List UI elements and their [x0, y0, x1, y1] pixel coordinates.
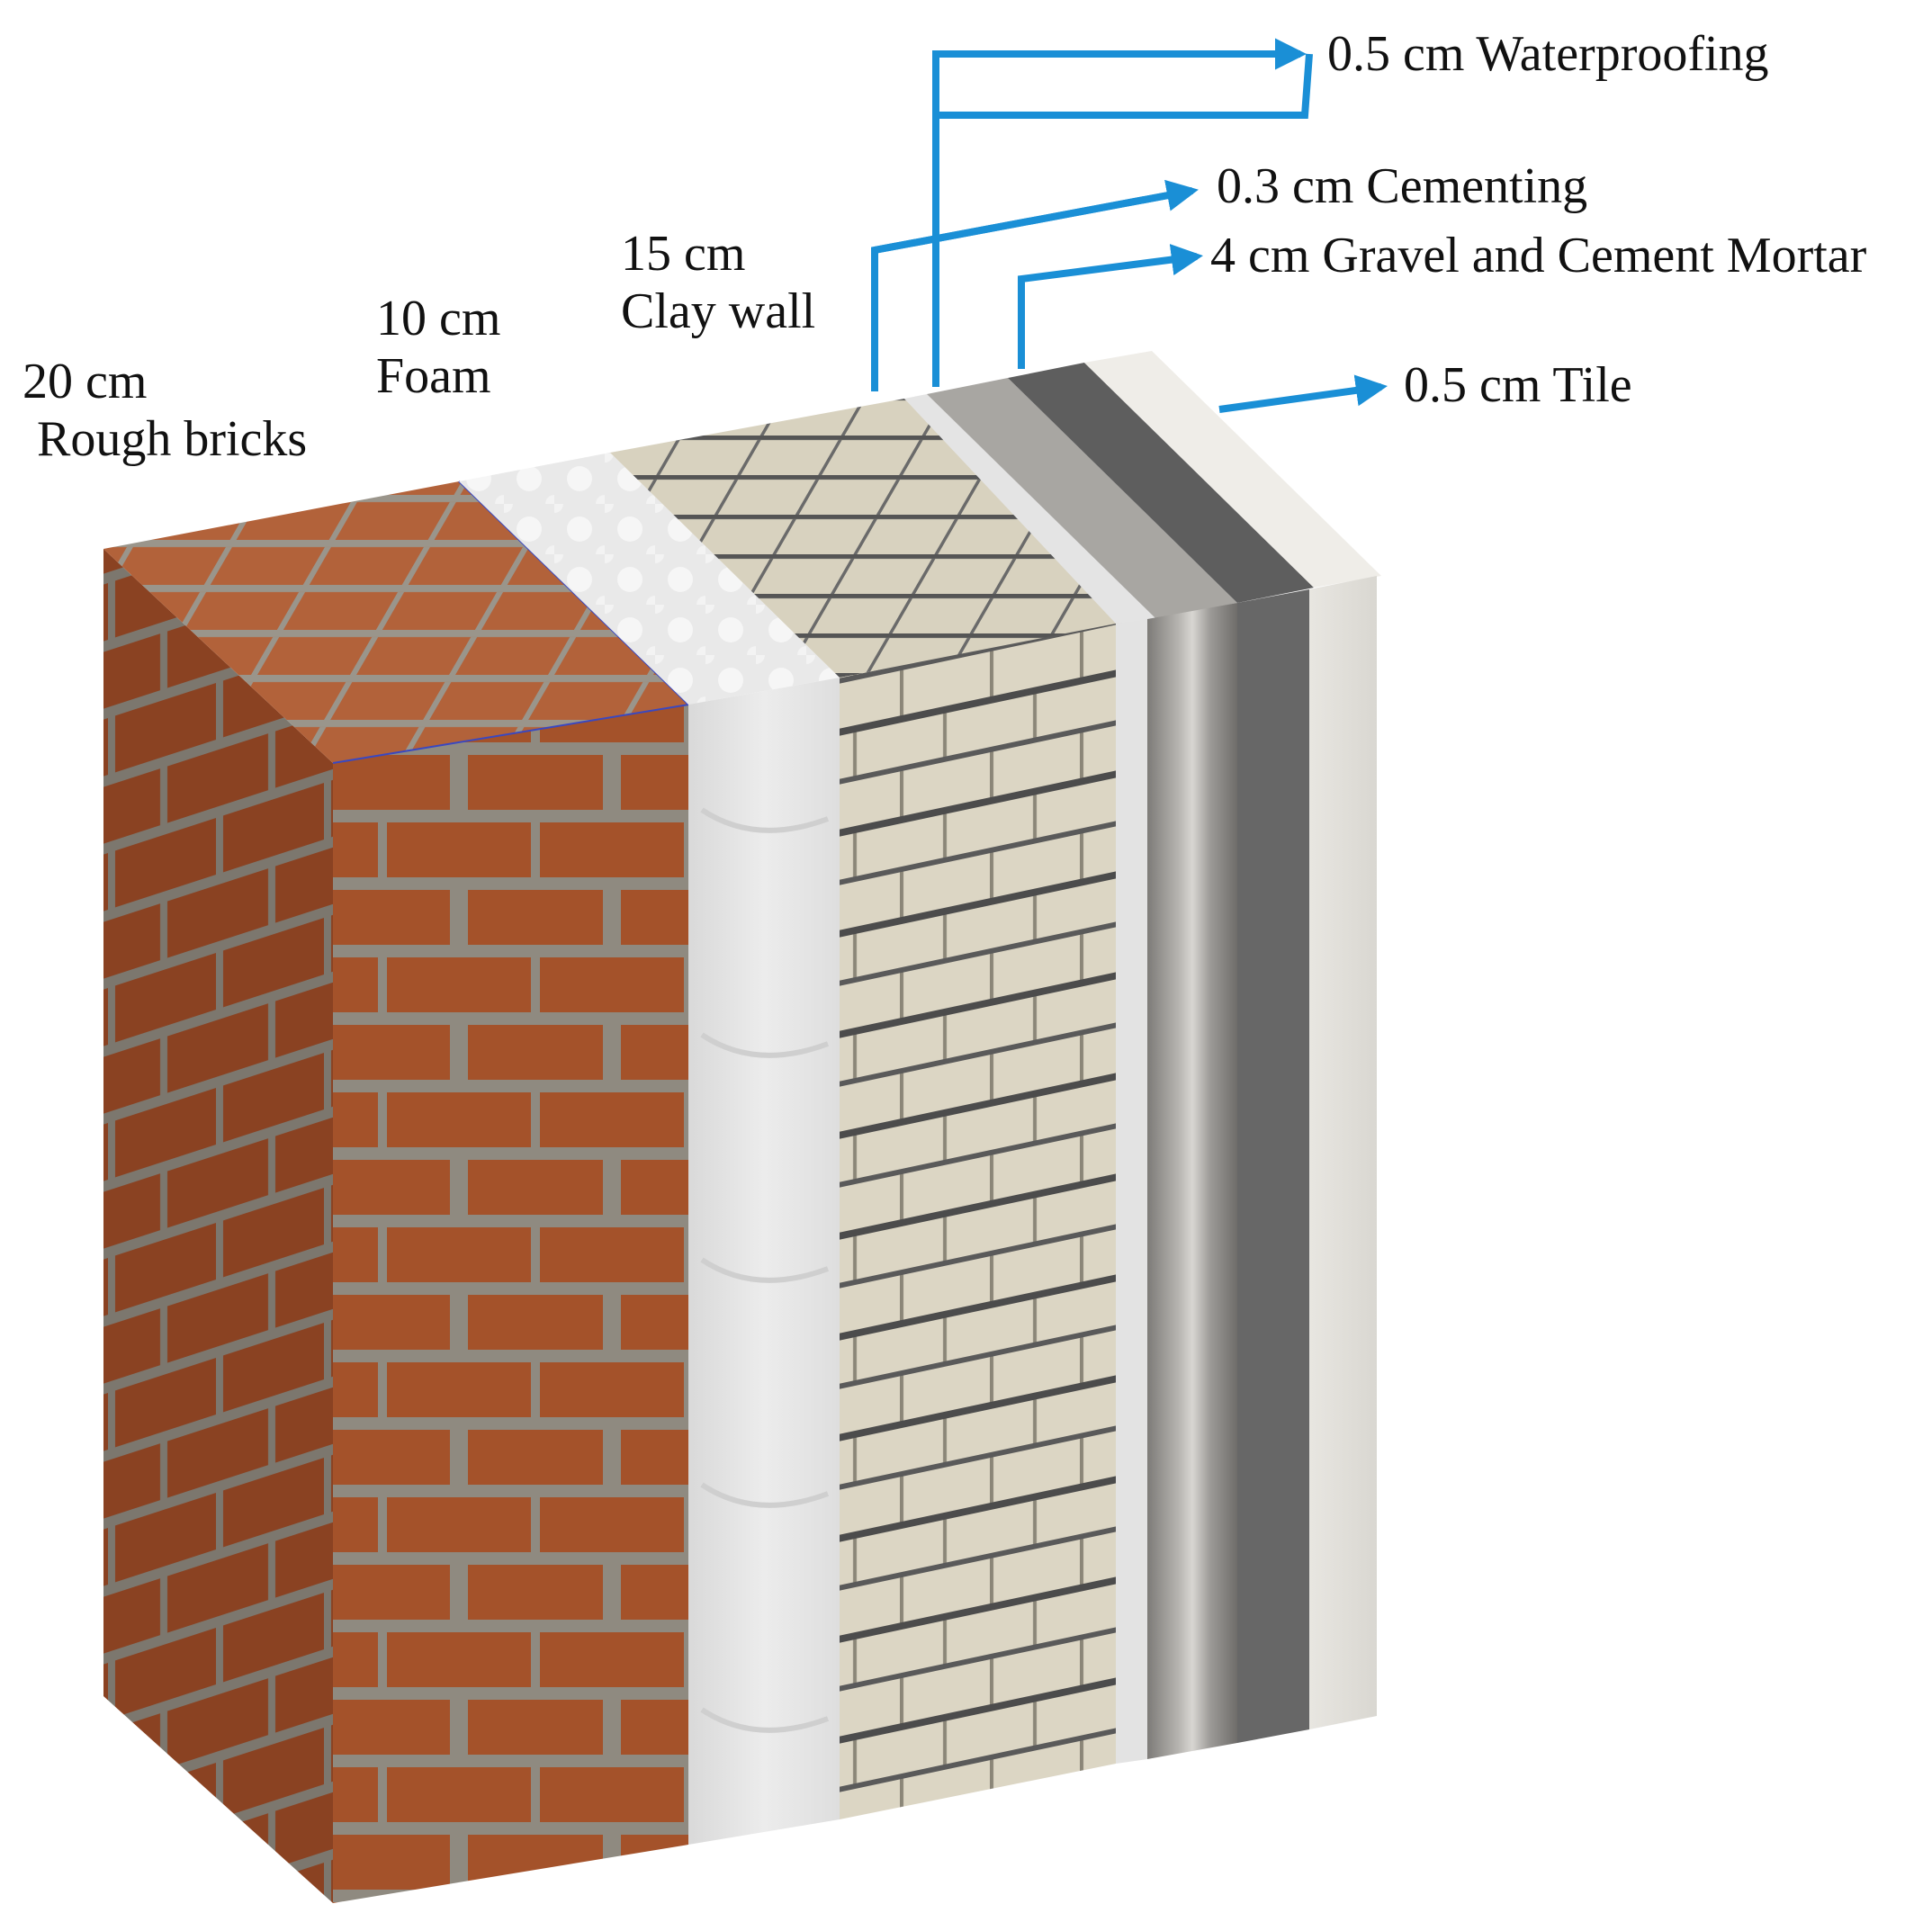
gravel-arrow [1018, 244, 1203, 369]
foam-top-face [459, 453, 840, 705]
tile-label: 0.5 cm Tile [1404, 357, 1632, 413]
clay-label: 15 cm Clay wall [621, 225, 815, 341]
cementing-top-face [904, 394, 1156, 624]
clay-top-face [610, 399, 1134, 678]
gravel-front-face [1147, 603, 1237, 1759]
clay-thickness: 15 cm [621, 226, 746, 282]
bricks-name: Rough bricks [37, 411, 308, 468]
bricks-front-face [333, 705, 688, 1903]
waterproofing-top-face [1008, 363, 1314, 603]
tile-top-face [1084, 351, 1381, 588]
foam-label: 10 cm Foam [376, 290, 500, 406]
bricks-top-face [103, 481, 688, 763]
waterproofing-arrow-head [932, 38, 1307, 115]
tile-arrow [1218, 374, 1388, 413]
cementing-label: 0.3 cm Cementing [1217, 158, 1588, 214]
foam-front-face [688, 678, 840, 1845]
bricks-thickness: 20 cm [22, 354, 148, 409]
waterproofing-front-face [1237, 589, 1309, 1743]
tile-front-face [1309, 576, 1377, 1729]
gravel-label: 4 cm Gravel and Cement Mortar [1210, 228, 1867, 283]
waterproofing-label: 0.5 cm Waterproofing [1327, 26, 1769, 82]
cementing-arrow-head [874, 179, 1199, 254]
waterproofing-arrow [932, 53, 1313, 387]
bricks-label: 20 cm Rough bricks [22, 353, 307, 469]
cementing-front-face [1116, 619, 1147, 1764]
bricks-edge-line [332, 704, 689, 764]
bricks-left-face [103, 549, 333, 1903]
gravel-top-face [927, 378, 1237, 619]
foam-thickness: 10 cm [376, 291, 501, 346]
foam-name: Foam [376, 348, 491, 405]
foam-texture [700, 807, 830, 1733]
clay-name: Clay wall [621, 283, 816, 340]
clay-front-face [840, 624, 1116, 1819]
